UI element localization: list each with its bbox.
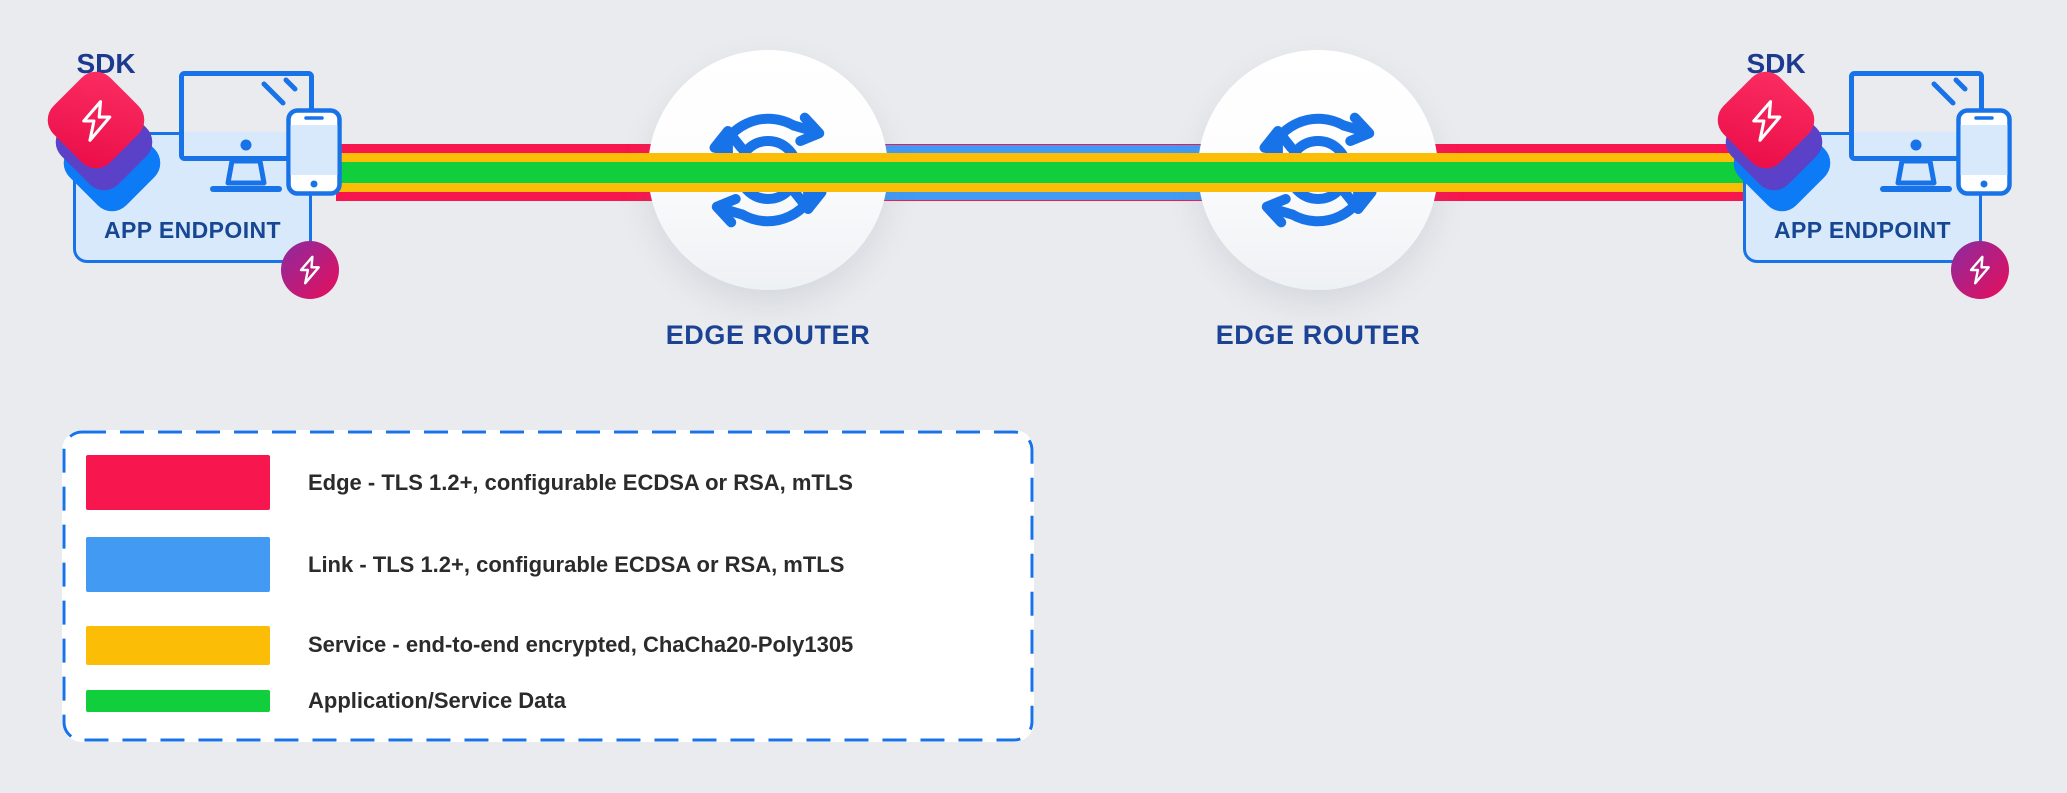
app-endpoint-label: APP ENDPOINT <box>104 217 281 243</box>
edge-router-label-right: EDGE ROUTER <box>1215 320 1421 350</box>
link-tls-band-top <box>770 145 1318 153</box>
link-tls-band-bottom <box>770 192 1318 200</box>
service-band-top <box>336 153 1746 162</box>
application-data-band <box>336 162 1746 183</box>
legend-dashed-border <box>62 430 1034 742</box>
legend-panel: Edge - TLS 1.2+, configurable ECDSA or R… <box>62 430 1034 742</box>
link-color-swatch <box>86 537 270 592</box>
edge-legend-label: Edge - TLS 1.2+, configurable ECDSA or R… <box>308 470 853 495</box>
edge-router-label-left: EDGE ROUTER <box>665 320 871 350</box>
edge-color-swatch <box>86 455 270 510</box>
phone-icon <box>1956 108 2012 196</box>
service-color-swatch <box>86 626 270 665</box>
ziti-bolt-icon <box>82 100 112 142</box>
ziti-bolt-icon <box>1752 100 1782 142</box>
application-data-legend-label: Application/Service Data <box>308 688 566 713</box>
service-band-bottom <box>336 183 1746 192</box>
app-endpoint-label: APP ENDPOINT <box>1774 217 1951 243</box>
application-data-color-swatch <box>86 690 270 712</box>
ziti-badge-icon <box>1951 241 2009 299</box>
sdk-stack-icon <box>0 0 220 230</box>
app-endpoint-right: SDK APP ENDPOINT <box>1670 0 2067 320</box>
app-endpoint-left: SDK APP ENDPOINT <box>0 0 400 320</box>
service-legend-label: Service - end-to-end encrypted, ChaCha20… <box>308 632 854 657</box>
ziti-bolt-icon <box>299 255 320 285</box>
phone-icon <box>286 108 342 196</box>
ziti-badge-icon <box>281 241 339 299</box>
link-legend-label: Link - TLS 1.2+, configurable ECDSA or R… <box>308 552 845 577</box>
sdk-stack-icon <box>1670 0 1890 230</box>
ziti-bolt-icon <box>1969 255 1990 285</box>
